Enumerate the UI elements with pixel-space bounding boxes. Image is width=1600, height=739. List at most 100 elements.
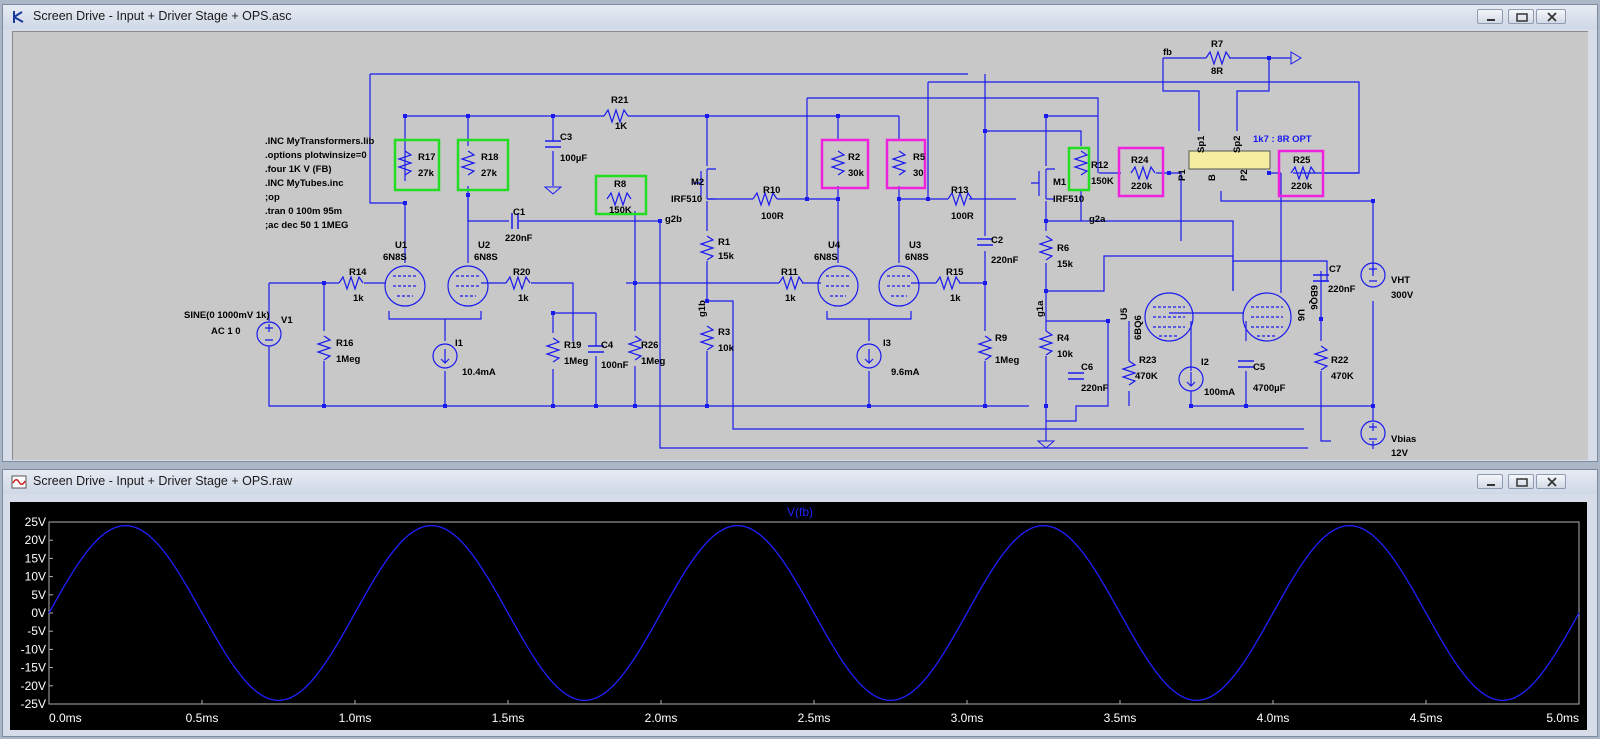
- current-source-i3-symbol: [856, 343, 882, 369]
- r11-value: 1k: [785, 293, 796, 304]
- resistor-r2-symbol: [830, 150, 846, 176]
- y-tick-label: 10V: [25, 570, 46, 584]
- close-icon: [1547, 12, 1557, 22]
- r12-name: R12: [1091, 160, 1108, 171]
- u3-name: U3: [909, 240, 921, 251]
- capacitor-c5-symbol: [1238, 360, 1254, 368]
- tube-u1-symbol: [384, 265, 426, 307]
- schematic-window-title: Screen Drive - Input + Driver Stage + OP…: [33, 9, 292, 23]
- waveform-titlebar[interactable]: Screen Drive - Input + Driver Stage + OP…: [3, 470, 1597, 494]
- i3-value: 9.6mA: [891, 367, 920, 378]
- tube-symbols: [384, 265, 1292, 342]
- r1-value: 15k: [718, 251, 735, 262]
- schematic-labels: .INC MyTransformers.lib .options plotwin…: [184, 39, 1416, 459]
- c5-value: 4700µF: [1253, 383, 1286, 394]
- current-source-symbols: [432, 343, 1204, 392]
- mosfet-symbols: [693, 168, 1055, 200]
- resistor-r4-symbol: [1038, 330, 1054, 356]
- v1-name: V1: [281, 315, 293, 326]
- minimize-button[interactable]: [1477, 9, 1503, 24]
- capacitor-c1-symbol: [511, 213, 519, 229]
- r26-value: 1Meg: [641, 356, 665, 367]
- r14-name: R14: [349, 267, 367, 278]
- resistor-r8-symbol: [606, 191, 632, 207]
- r2-name: R2: [848, 152, 860, 163]
- r2-value: 30k: [848, 168, 865, 179]
- transformer-pin-b: B: [1207, 174, 1218, 181]
- minimize-icon: [1487, 484, 1495, 486]
- resistor-r5-symbol: [891, 150, 907, 176]
- r3-name: R3: [718, 327, 730, 338]
- restore-icon: [1516, 13, 1528, 22]
- schematic-canvas[interactable]: .INC MyTransformers.lib .options plotwin…: [12, 31, 1588, 460]
- resistor-r21-symbol: [603, 108, 629, 124]
- r9-value: 1Meg: [995, 355, 1019, 366]
- waveform-maximize-button[interactable]: [1508, 474, 1534, 489]
- r21-name: R21: [611, 95, 629, 106]
- c3-name: C3: [560, 132, 572, 143]
- highlight-r17: [393, 138, 441, 192]
- mosfet-m2-symbol: [693, 168, 716, 200]
- y-tick-label: 15V: [25, 551, 46, 565]
- r23-name: R23: [1139, 355, 1156, 366]
- m1-value: IRF510: [1053, 194, 1084, 205]
- resistor-r25-symbol: [1290, 165, 1316, 181]
- tube-u4-symbol: [817, 265, 859, 307]
- resistor-r9-symbol: [977, 335, 993, 361]
- u4-value: 6N8S: [814, 252, 838, 263]
- r7-value: 8R: [1211, 66, 1223, 77]
- r20-name: R20: [513, 267, 530, 278]
- r23-value: 470K: [1135, 371, 1158, 382]
- resistor-r19-symbol: [545, 337, 561, 363]
- spice-directive-2: .options plotwinsize=0: [265, 150, 367, 161]
- spice-directive-4: .INC MyTubes.inc: [265, 178, 343, 189]
- i2-name: I2: [1201, 357, 1209, 368]
- u6-value: 6BQ6: [1308, 285, 1319, 310]
- transformer-body: [1188, 150, 1271, 170]
- waveform-minimize-button[interactable]: [1477, 474, 1503, 489]
- net-label-g1a: g1a: [1035, 300, 1046, 317]
- x-tick-label: 3.5ms: [1104, 711, 1137, 725]
- current-source-i1-symbol: [432, 343, 458, 369]
- capacitor-c6-symbol: [1068, 372, 1084, 380]
- junction-dots: [322, 56, 1375, 408]
- r25-value: 220k: [1291, 181, 1313, 192]
- r13-value: 100R: [951, 211, 974, 222]
- spice-directive-5: ;op: [265, 192, 280, 203]
- source-sine-label: SINE(0 1000mV 1k): [184, 310, 270, 321]
- r17-value: 27k: [418, 168, 435, 179]
- x-tick-label: 1.5ms: [492, 711, 525, 725]
- x-tick-label: 3.0ms: [951, 711, 984, 725]
- r18-name: R18: [481, 152, 498, 163]
- tube-u3-symbol: [878, 265, 920, 307]
- y-tick-label: -10V: [21, 642, 46, 656]
- close-button[interactable]: [1536, 9, 1566, 24]
- chart-title[interactable]: V(fb): [787, 505, 813, 519]
- r5-name: R5: [913, 152, 926, 163]
- ltspice-schematic-icon: [13, 11, 24, 23]
- i3-name: I3: [883, 338, 891, 349]
- y-tick-label: 25V: [25, 515, 46, 529]
- r24-value: 220k: [1131, 181, 1153, 192]
- waveform-close-button[interactable]: [1536, 474, 1566, 489]
- net-label-g2a: g2a: [1089, 214, 1106, 225]
- schematic-titlebar[interactable]: Screen Drive - Input + Driver Stage + OP…: [3, 5, 1597, 29]
- r13-name: R13: [951, 185, 968, 196]
- r9-name: R9: [995, 333, 1007, 344]
- i1-value: 10.4mA: [462, 367, 496, 378]
- capacitor-symbols: [511, 140, 1329, 380]
- maximize-button[interactable]: [1508, 9, 1534, 24]
- capacitor-c7-symbol: [1313, 274, 1329, 282]
- source-ac-label: AC 1 0: [211, 326, 241, 337]
- r19-name: R19: [564, 340, 581, 351]
- resistor-r11-symbol: [778, 275, 804, 291]
- resistor-r13-symbol: [947, 191, 973, 207]
- highlight-boxes: [393, 138, 1325, 216]
- u5-name: U5: [1119, 307, 1130, 320]
- capacitor-c2-symbol: [977, 238, 993, 246]
- r8-name: R8: [614, 179, 626, 190]
- resistor-r10-symbol: [752, 191, 778, 207]
